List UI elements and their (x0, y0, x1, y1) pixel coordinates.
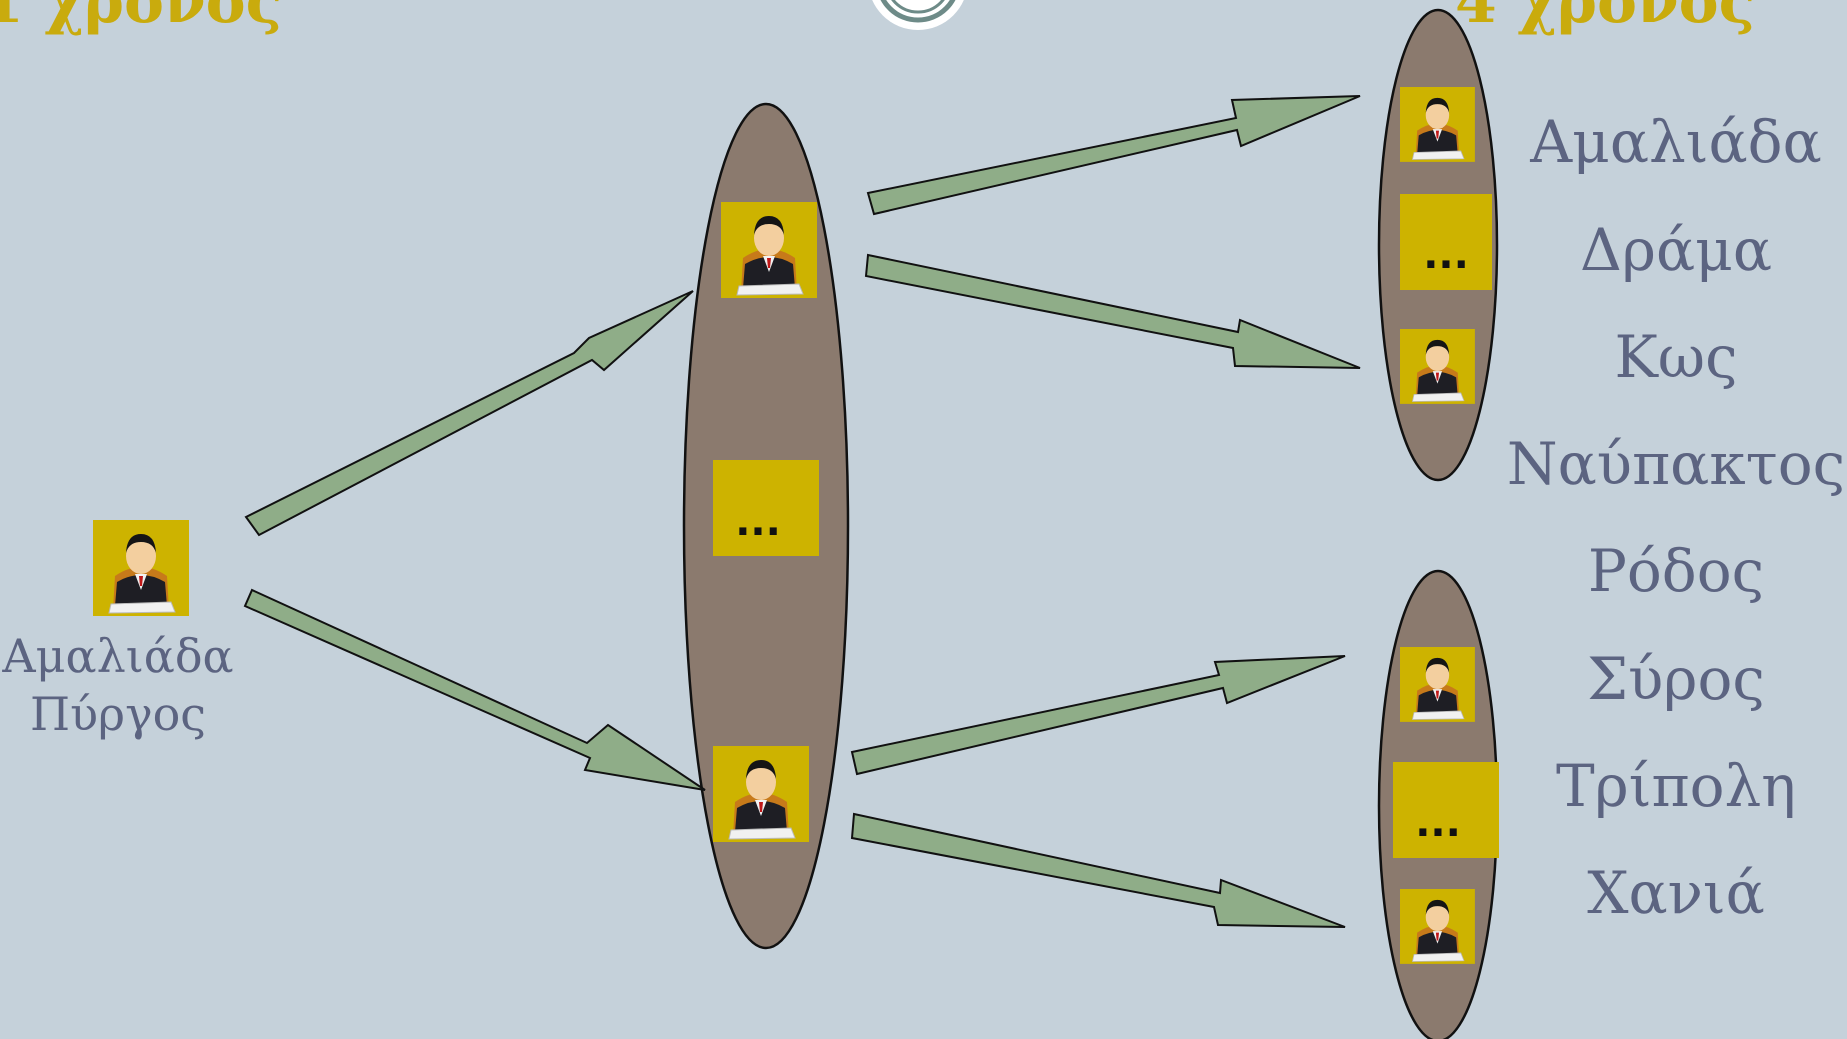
ellipsis-text: ... (1423, 232, 1469, 278)
person-at-desk-icon (92, 519, 190, 617)
city-label: Κως (1614, 323, 1737, 391)
arrow-lower-to-bottomright-1 (850, 655, 1346, 776)
arrow-lower-to-bottomright-2 (850, 812, 1346, 928)
source-label-line1: Αμαλιάδα (1, 629, 233, 683)
city-label: Ρόδος (1588, 537, 1764, 605)
city-list: Αμαλιάδα Δράμα Κως Ναύπακτος Ρόδος Σύρος… (1507, 108, 1845, 927)
arrow-upper-to-topright-1 (866, 95, 1361, 216)
person-at-desk-icon (712, 745, 810, 843)
arrow-source-to-lower (243, 588, 706, 791)
ellipsis-text: ... (735, 499, 781, 545)
person-at-desk-icon (1399, 328, 1476, 405)
ellipsis-tile: ... (713, 460, 819, 556)
arrow-upper-to-topright-2 (864, 253, 1361, 369)
person-at-desk-icon (1399, 888, 1476, 965)
circle-logo-icon (872, 0, 964, 30)
arrow-source-to-upper (244, 290, 694, 537)
right-heading: 4 χρονος (1455, 0, 1755, 37)
city-label: Δράμα (1580, 216, 1772, 284)
person-at-desk-icon (1399, 646, 1476, 723)
person-at-desk-icon (720, 201, 818, 299)
ellipsis-tile: ... (1400, 194, 1492, 290)
ellipsis-tile: ... (1393, 762, 1499, 858)
city-label: Ναύπακτος (1507, 430, 1845, 498)
city-label: Τρίπολη (1556, 752, 1796, 820)
city-label: Χανιά (1587, 859, 1765, 927)
person-at-desk-icon (1399, 86, 1476, 163)
city-label: Αμαλιάδα (1529, 108, 1822, 176)
ellipsis-text: ... (1415, 800, 1461, 846)
left-heading: 1 χρονος (0, 0, 282, 37)
city-label: Σύρος (1587, 645, 1765, 713)
source-label-line2: Πύργος (30, 687, 206, 741)
